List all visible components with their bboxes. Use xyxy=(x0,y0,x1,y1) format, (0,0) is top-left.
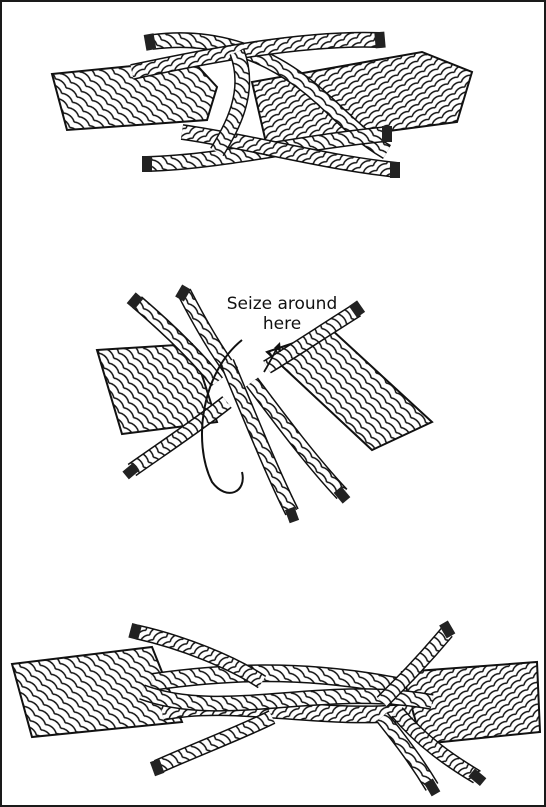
label-line-2: here xyxy=(207,314,357,334)
label-line-1: Seize around xyxy=(207,294,357,314)
seize-around-here-label: Seize around here xyxy=(207,294,357,334)
step-3-tucks xyxy=(2,602,544,802)
step-1-strands-married xyxy=(2,12,544,212)
